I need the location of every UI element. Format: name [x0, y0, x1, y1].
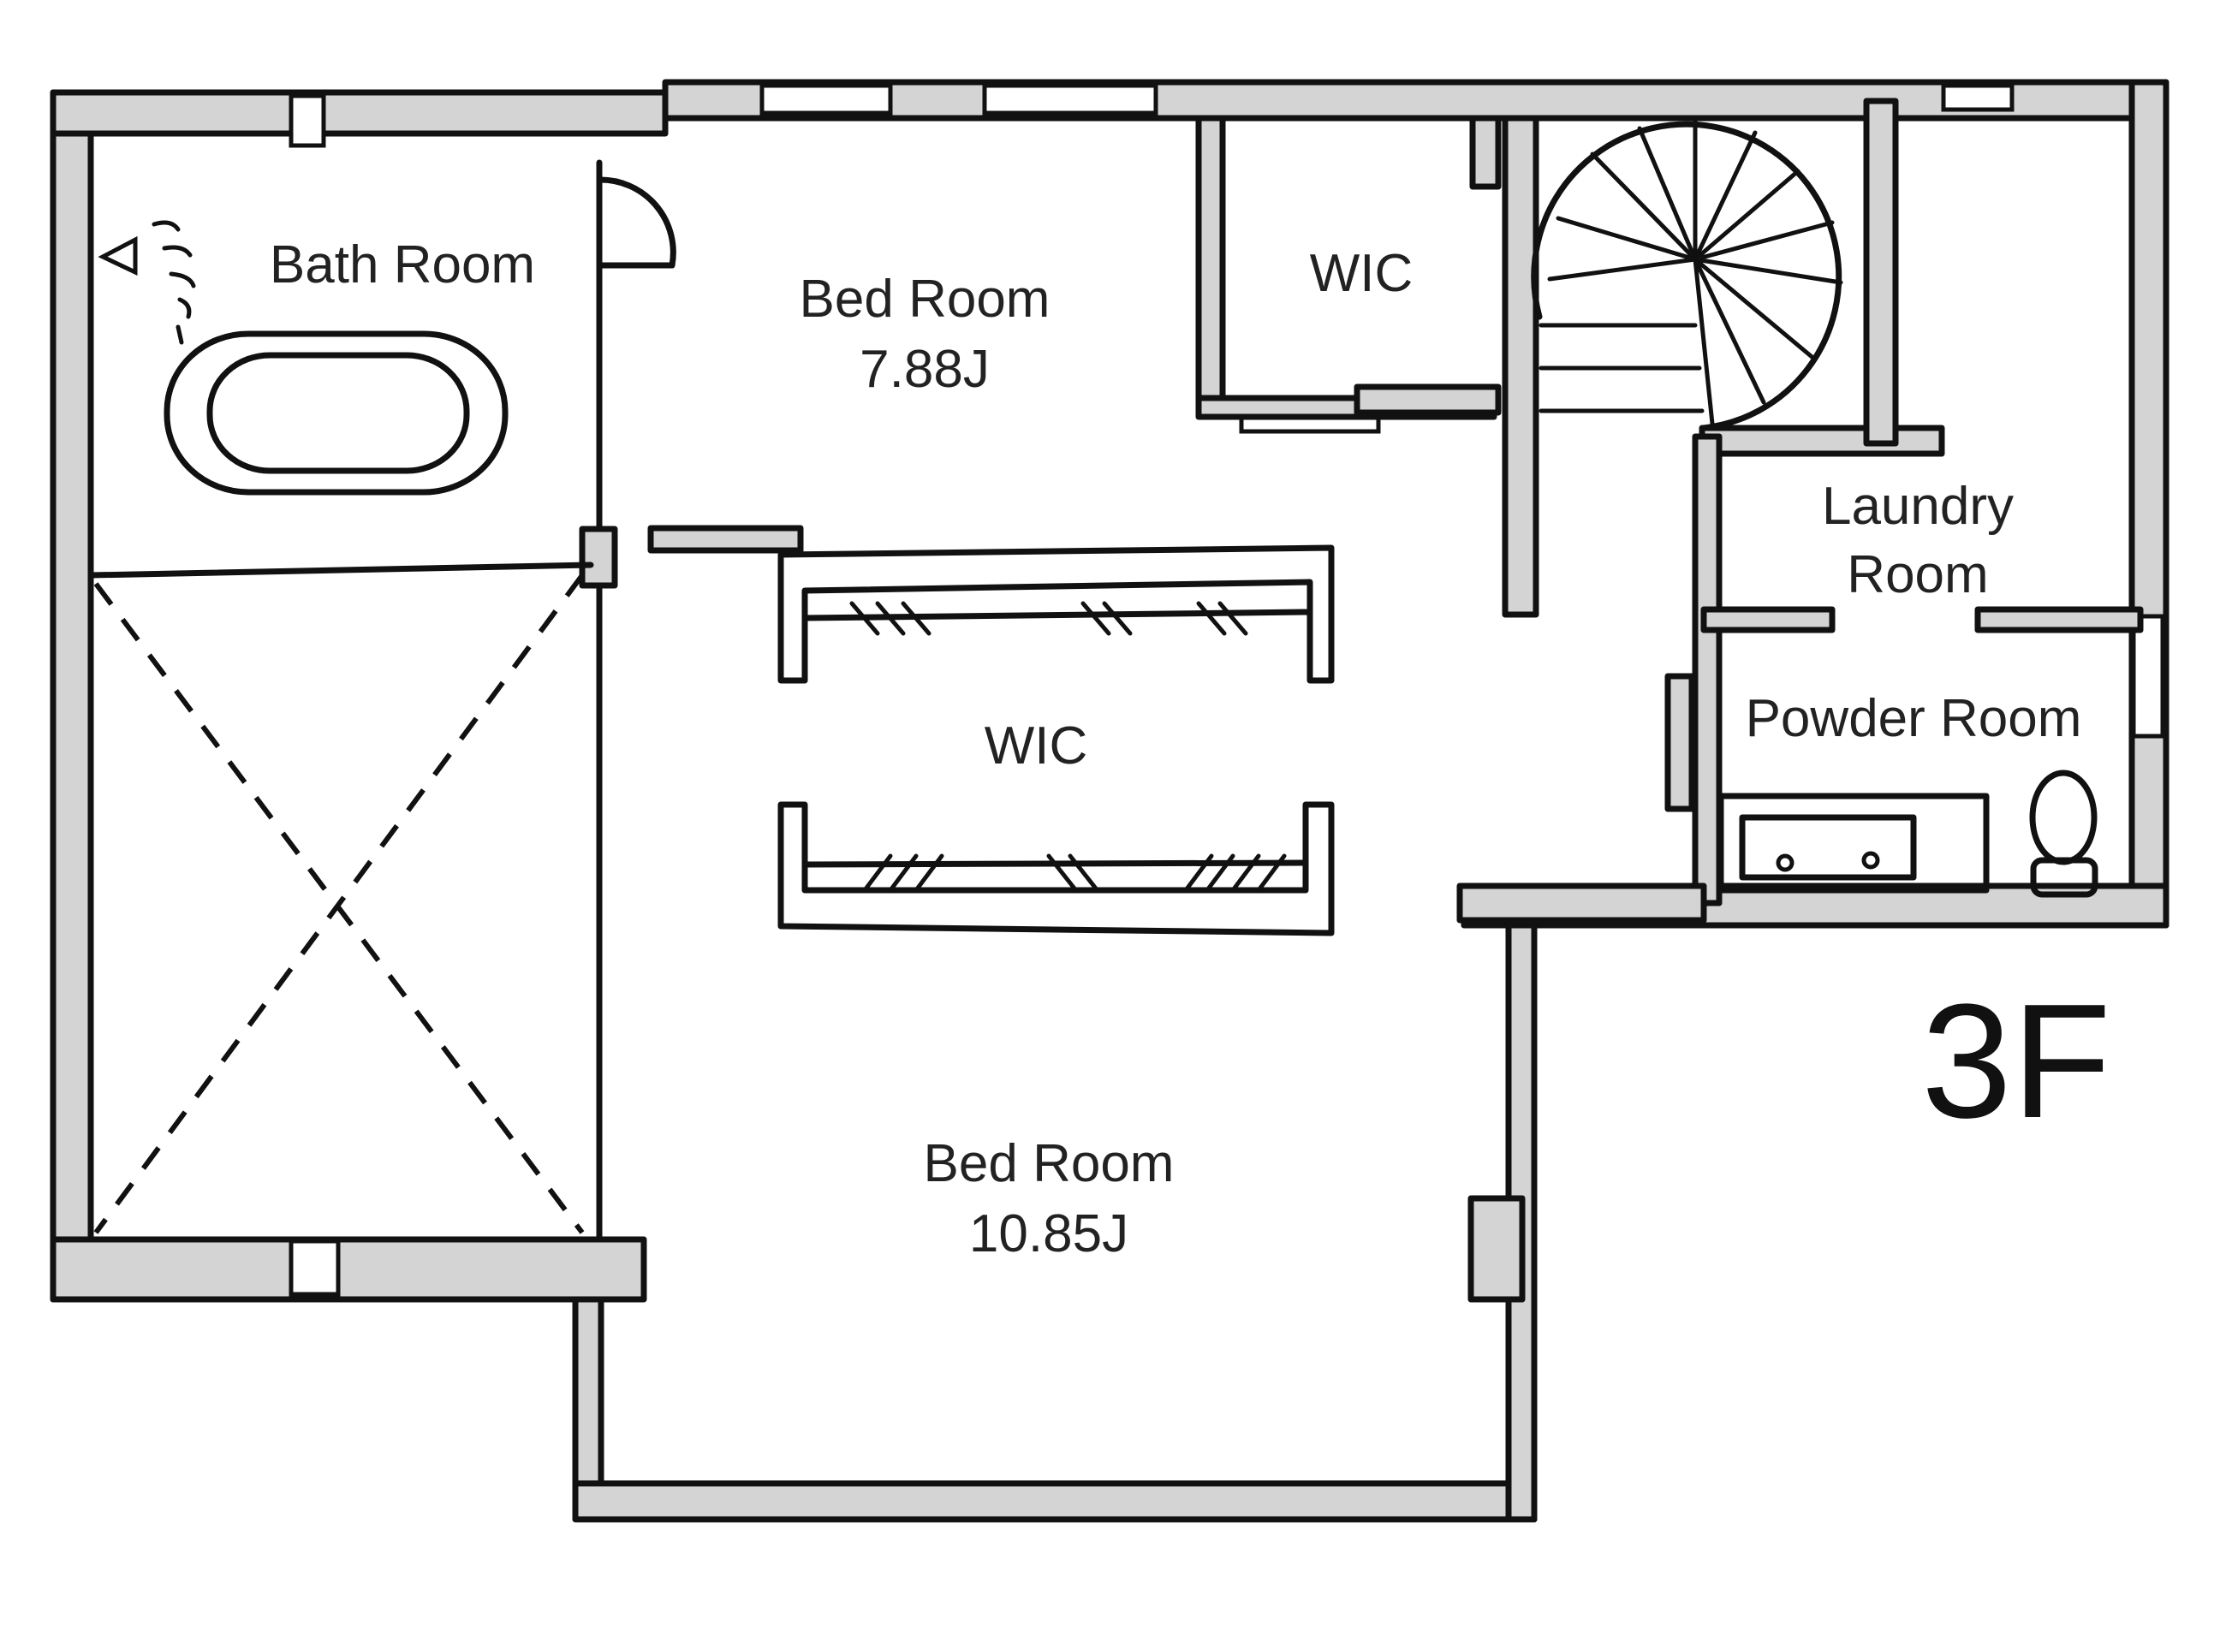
- windows: [289, 83, 2165, 1297]
- laundry-room-label-line2: Room: [1847, 545, 1988, 604]
- toilet-icon: [2029, 770, 2098, 898]
- bath-room-label: Bath Room: [270, 235, 535, 294]
- spiral-stair-icon: [1531, 117, 1843, 431]
- floor-label: 3F: [1921, 971, 2111, 1152]
- shower-head-icon: [98, 220, 196, 345]
- bed-room-lower-label: Bed Room: [924, 1134, 1175, 1193]
- sink-icon: [1717, 793, 1990, 894]
- door-swing-icon: [596, 168, 676, 269]
- closet-rod-icon: [777, 544, 1335, 936]
- room-labels: Bath Room Bed Room 7.88J WIC WIC Bed Roo…: [270, 235, 2081, 1263]
- bed-room-upper-area: 7.88J: [860, 340, 990, 399]
- bed-room-upper-label: Bed Room: [800, 270, 1051, 329]
- laundry-room-label-line1: Laundry: [1822, 477, 2014, 536]
- interior-walls: [87, 98, 2144, 1243]
- storage-area: [93, 573, 585, 1234]
- wic-center-label: WIC: [985, 716, 1088, 775]
- wic-upper-label: WIC: [1310, 244, 1414, 303]
- outer-walls: [50, 79, 2169, 1523]
- powder-room-label: Powder Room: [1746, 689, 2082, 748]
- bathtub-icon: [164, 330, 509, 496]
- bed-room-lower-area: 10.85J: [969, 1204, 1128, 1263]
